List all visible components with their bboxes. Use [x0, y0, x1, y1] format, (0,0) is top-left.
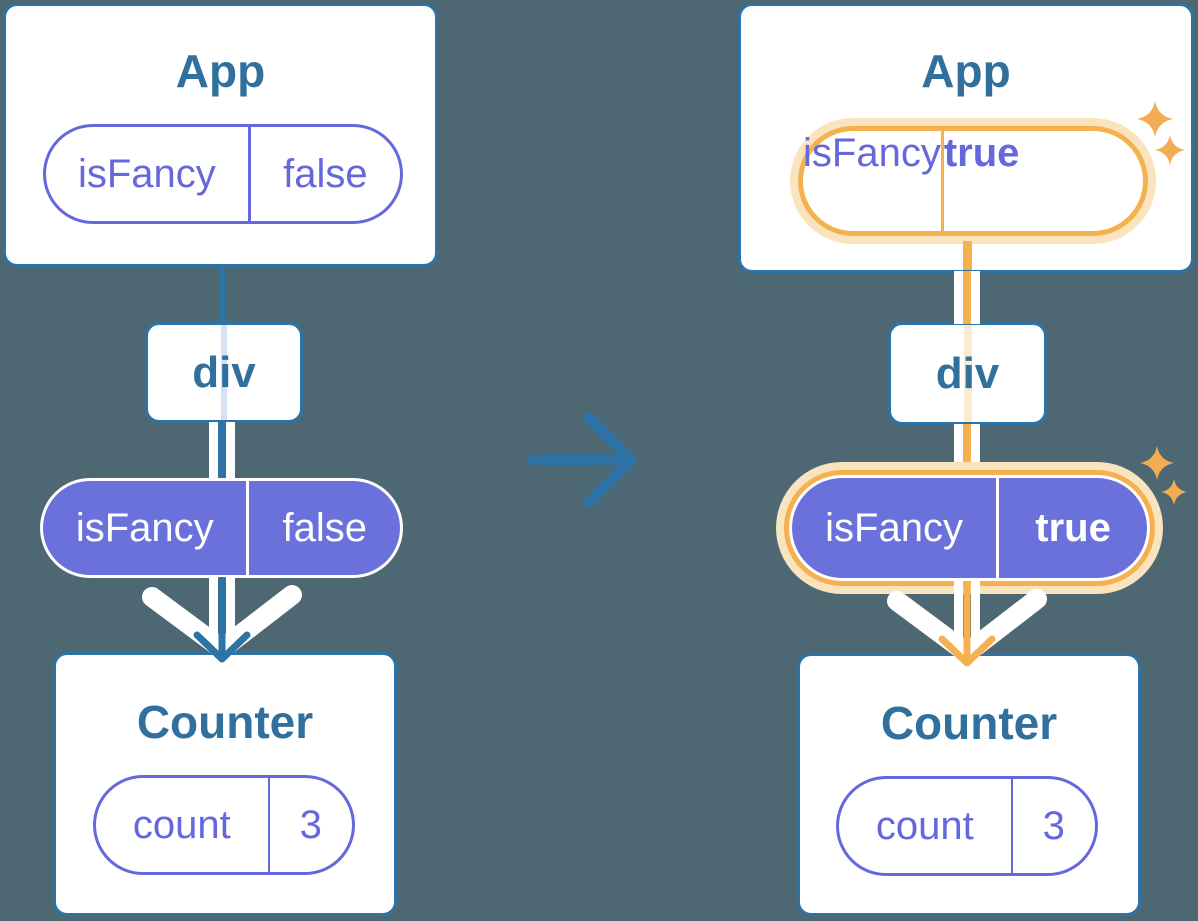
sparkle-icon: [1155, 135, 1185, 165]
prop-value: true: [1035, 505, 1111, 550]
state-value: false: [283, 151, 368, 196]
div-card: div: [888, 322, 1047, 425]
state-key: isFancy: [46, 127, 251, 221]
counter-state-pill: count 3: [93, 775, 355, 875]
context-line-through-div: [221, 325, 227, 420]
app-card: App isFancy true: [738, 3, 1194, 273]
sparkle-icon: [1137, 101, 1173, 137]
prop-key: isFancy: [792, 478, 1000, 578]
app-state-pill-highlighted: isFancy true: [798, 126, 1148, 236]
transition-arrow-icon: [527, 412, 637, 508]
tree-edge-in-app: [963, 241, 972, 270]
passed-prop-pill-highlighted: isFancy true: [784, 470, 1155, 586]
counter-card: Counter count 3: [53, 652, 397, 916]
tree-edge-app-div: [954, 271, 980, 324]
div-title: div: [935, 348, 1000, 398]
edge-center-line: [963, 424, 971, 472]
edge-outline-right: [226, 422, 235, 479]
passed-prop-pill: isFancy false: [40, 478, 403, 578]
div-card: div: [145, 322, 303, 423]
counter-title: Counter: [136, 696, 314, 748]
edge-outline-right: [971, 271, 980, 324]
edge-outline-left: [954, 424, 963, 472]
state-value: true: [943, 131, 1020, 175]
app-title: App: [175, 45, 266, 97]
sparkle-icon: [1140, 446, 1174, 480]
counter-title: Counter: [880, 697, 1058, 749]
tree-edge-app-div: [220, 265, 225, 323]
state-key: isFancy: [803, 131, 944, 231]
state-value: 3: [299, 802, 322, 847]
context-line-through-div: [963, 325, 972, 422]
sparkle-icon: [1161, 479, 1187, 505]
edge-outline-left: [954, 271, 963, 324]
tree-edge-div-pill: [954, 424, 980, 472]
counter-state-pill: count 3: [836, 776, 1098, 876]
app-title: App: [921, 45, 1011, 97]
pass-down-arrow-icon: [142, 577, 302, 663]
state-key: count: [839, 779, 1013, 873]
state-value: 3: [1042, 803, 1065, 848]
edge-center-line: [963, 271, 971, 324]
edge-center-line: [218, 422, 226, 479]
div-title: div: [192, 347, 256, 397]
app-state-pill: isFancy false: [43, 124, 403, 224]
edge-outline-left: [209, 422, 218, 479]
counter-card: Counter count 3: [797, 653, 1141, 916]
prop-value: false: [282, 505, 367, 550]
app-card: App isFancy false: [3, 3, 438, 267]
state-key: count: [96, 778, 270, 872]
pass-down-arrow-icon: [887, 581, 1047, 667]
prop-key: isFancy: [43, 481, 250, 575]
edge-outline-right: [971, 424, 980, 472]
tree-edge-div-pill: [209, 422, 235, 479]
